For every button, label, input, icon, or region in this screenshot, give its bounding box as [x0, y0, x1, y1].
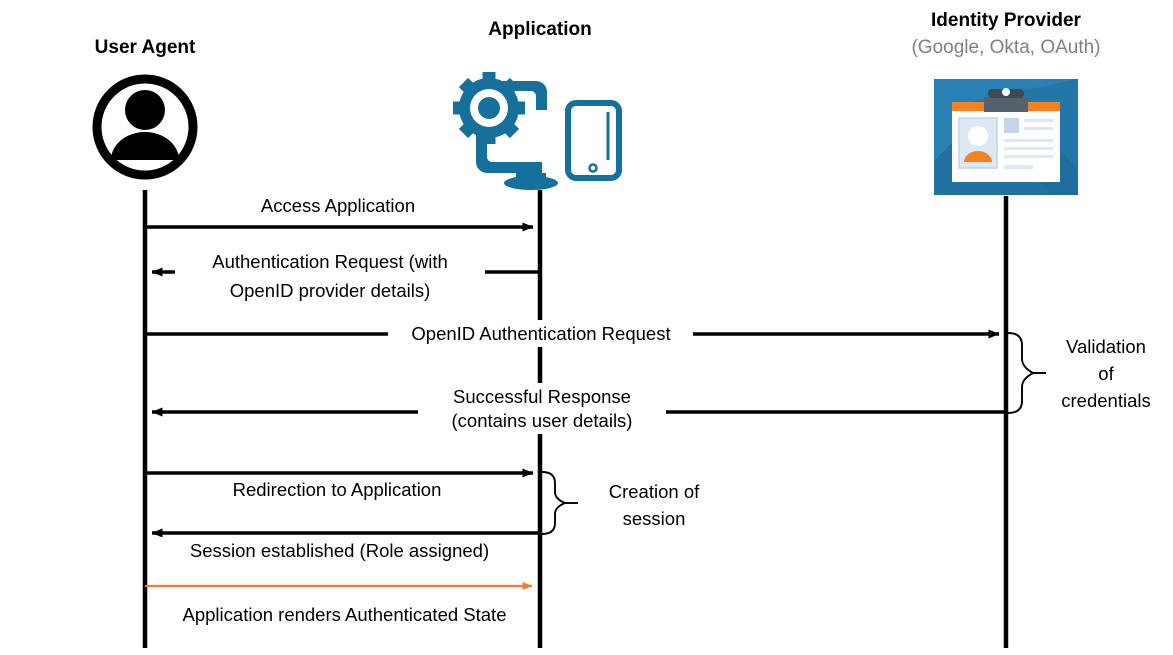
message-label-application-renders-authenticated-state: Application renders Authenticated State: [152, 601, 537, 628]
message-label-openid-authentication-request: OpenID Authentication Request: [390, 320, 692, 347]
user-avatar-icon: [92, 74, 198, 180]
gear-monitor-tablet-icon: [453, 72, 622, 190]
brace-creation-of-session: [541, 471, 568, 535]
note-validation-of-credentials-line1: Validation: [1066, 336, 1146, 357]
gear-icon: [453, 72, 525, 144]
message-label-authentication-request-line1: Authentication Request (with: [175, 248, 485, 275]
brace-validation-of-credentials: [1007, 332, 1035, 414]
actor-title-user-agent: User Agent: [94, 37, 196, 58]
actor-title-application: Application: [488, 19, 592, 40]
note-braces: [541, 332, 1046, 535]
message-label-redirection-to-application: Redirection to Application: [192, 476, 482, 503]
note-creation-of-session-line1: Creation of: [608, 481, 700, 502]
message-label-session-established: Session established (Role assigned): [152, 537, 527, 564]
message-label-access-application: Access Application: [193, 192, 483, 219]
message-label-authentication-request-line2: OpenID provider details): [175, 277, 485, 304]
actor-title-identity-provider: Identity Provider: [931, 10, 1081, 31]
id-badge-icon: [934, 79, 1078, 195]
message-label-successful-response-line1: Successful Response: [418, 383, 666, 410]
note-creation-of-session-line2: session: [622, 508, 686, 529]
note-validation-of-credentials-line3: credentials: [1061, 390, 1151, 411]
message-label-successful-response-line2: (contains user details): [418, 407, 666, 434]
actor-subtitle-identity-provider: (Google, Okta, OAuth): [911, 37, 1101, 58]
note-validation-of-credentials-line2: of: [1098, 363, 1114, 384]
